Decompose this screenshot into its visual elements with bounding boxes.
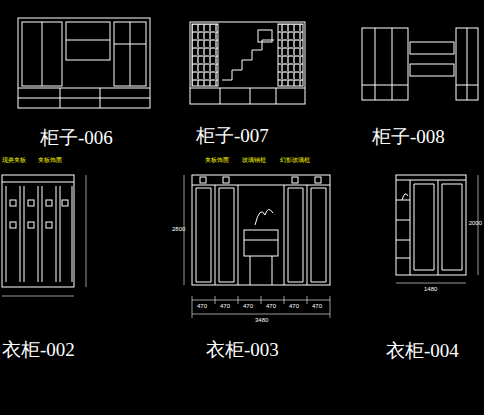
dimension-text: 玻璃钢框 <box>242 157 266 163</box>
drawing-title: 柜子-006 <box>40 128 113 147</box>
drawing-title: 衣柜-002 <box>2 340 75 359</box>
dimension-text: 夹板饰面 <box>205 157 229 163</box>
dimension-text: 470 <box>266 303 276 309</box>
drawing-title: 柜子-007 <box>196 126 269 145</box>
wardrobe-003 <box>184 175 330 318</box>
dimension-text: 470 <box>289 303 299 309</box>
dimension-text: 470 <box>243 303 253 309</box>
dimension-text: 现类夹板 <box>2 157 26 163</box>
cabinet-008 <box>362 28 478 100</box>
cabinet-006 <box>18 18 150 108</box>
dimension-text: 夹板饰面 <box>38 157 62 163</box>
dimension-text: 470 <box>220 303 230 309</box>
wardrobe-002 <box>2 175 86 296</box>
dimension-text: 1480 <box>424 286 437 292</box>
dimension-text: 2000 <box>469 220 482 226</box>
drawing-title: 衣柜-004 <box>386 341 459 360</box>
drawing-title: 衣柜-003 <box>206 340 279 359</box>
drawing-title: 柜子-008 <box>372 127 445 146</box>
dimension-text: 470 <box>312 303 322 309</box>
dimension-text: 2800 <box>172 226 185 232</box>
dimension-text: 470 <box>197 303 207 309</box>
dimension-text: 幻影玻璃框 <box>280 157 310 163</box>
cabinet-007 <box>190 22 305 104</box>
dimension-text: 3480 <box>255 317 268 323</box>
wardrobe-004 <box>396 175 478 283</box>
